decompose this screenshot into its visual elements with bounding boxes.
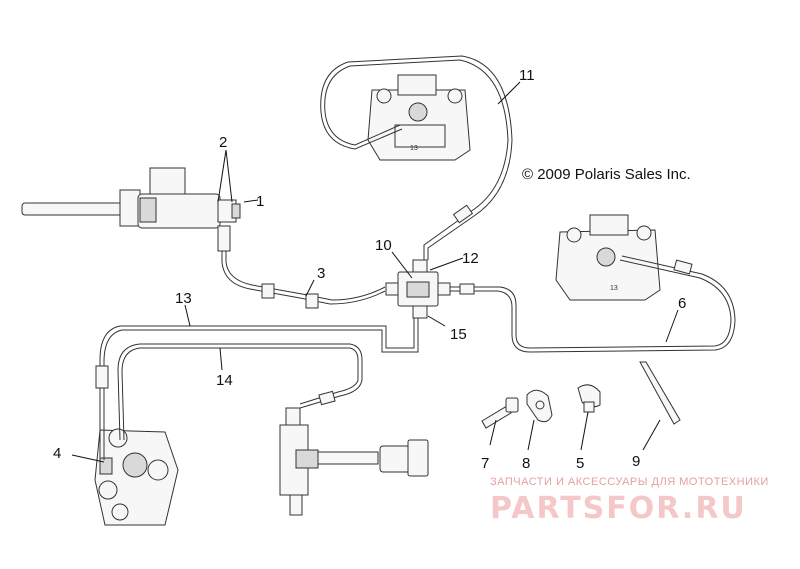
callout-10: 10 (375, 237, 392, 254)
watermark-brand: PARTSFOR.RU (490, 491, 747, 526)
hardware-items (481, 361, 681, 429)
bleeder-screw (481, 397, 519, 429)
callout-5: 5 (576, 455, 584, 472)
leader-lines (71, 81, 679, 463)
svg-text:13: 13 (410, 145, 418, 152)
callout-1: 1 (256, 193, 264, 210)
front-caliper-right: 13 (555, 214, 661, 301)
brake-lines (95, 55, 736, 460)
svg-text:13: 13 (610, 285, 618, 292)
callout-4: 4 (53, 445, 61, 462)
rear-master-cylinder (279, 407, 429, 516)
rear-caliper (94, 428, 179, 526)
callout-15: 15 (450, 326, 467, 343)
line-clamp (577, 384, 601, 413)
watermark-subtitle: ЗАПЧАСТИ И АКСЕССУАРЫ ДЛЯ МОТОТЕХНИКИ (490, 476, 769, 488)
callout-11: 11 (519, 67, 535, 84)
callout-13: 13 (175, 290, 192, 307)
watermark: ЗАПЧАСТИ И АКСЕССУАРЫ ДЛЯ МОТОТЕХНИКИ PA… (490, 476, 769, 526)
callout-7: 7 (481, 455, 489, 472)
callout-6: 6 (678, 295, 686, 312)
callout-9: 9 (632, 453, 640, 470)
master-cylinder (21, 167, 241, 229)
copyright-notice: © 2009 Polaris Sales Inc. (522, 166, 691, 183)
callout-2: 2 (219, 134, 227, 151)
cable-tie (639, 361, 681, 425)
front-caliper-upper: 13 (367, 74, 471, 161)
callout-12: 12 (462, 250, 479, 267)
retainer-clip (526, 389, 553, 423)
callouts: 1 2 3 4 5 6 7 8 9 10 11 12 13 14 15 (53, 67, 686, 472)
callout-3: 3 (317, 265, 325, 282)
callout-8: 8 (522, 455, 530, 472)
callout-14: 14 (216, 372, 233, 389)
distribution-block (385, 259, 451, 319)
